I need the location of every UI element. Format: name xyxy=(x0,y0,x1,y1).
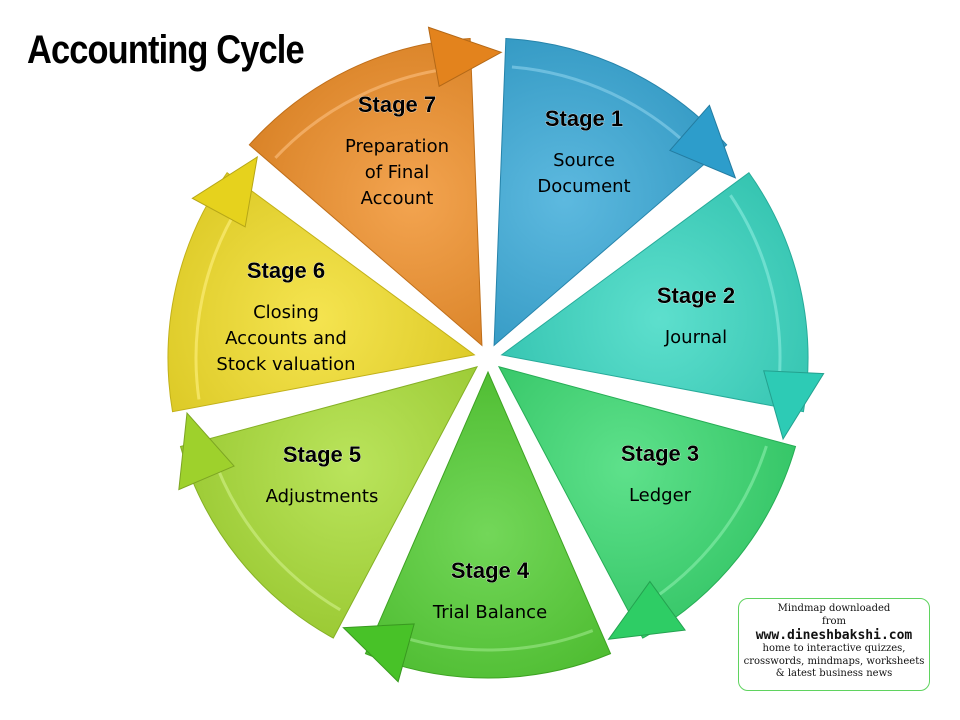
stage-1-description: Source xyxy=(553,150,615,171)
stage-7-description: Account xyxy=(361,188,434,209)
credit-line-4: crosswords, mindmaps, worksheets xyxy=(743,655,925,667)
stage-5-arrowhead xyxy=(178,411,235,491)
credit-line-5: & latest business news xyxy=(775,668,893,679)
stage-7-rim xyxy=(274,66,457,159)
stage-6-description: Stock valuation xyxy=(216,354,355,375)
stage-2-rim xyxy=(729,194,782,393)
stage-4-heading: Stage 4 xyxy=(451,558,530,583)
stage-6-description: Accounts and xyxy=(225,328,347,349)
stage-6-arrowhead xyxy=(191,155,258,228)
stage-5-rim xyxy=(210,452,341,612)
stage-2-arrowhead xyxy=(763,370,825,441)
page-title: Accounting Cycle xyxy=(27,28,305,72)
stage-6-description: Closing xyxy=(253,302,319,323)
stage-3-arrowhead xyxy=(607,580,686,640)
stage-4-description: Trial Balance xyxy=(432,602,547,623)
stage-1-arrowhead xyxy=(669,104,737,179)
credit-line-3: home to interactive quizzes, xyxy=(762,643,906,654)
stage-3-rim xyxy=(641,445,768,608)
stage-4-arrowhead xyxy=(342,623,415,683)
stage-2-heading: Stage 2 xyxy=(657,283,735,308)
stage-2-description: Journal xyxy=(664,327,727,348)
stage-4-rim xyxy=(389,629,594,652)
stage-7-arrowhead xyxy=(427,26,503,88)
stage-6-rim xyxy=(194,200,243,400)
stage-1-heading: Stage 1 xyxy=(545,106,623,131)
credit-line-1: Mindmap downloaded xyxy=(777,603,891,614)
stage-7-heading: Stage 7 xyxy=(358,92,436,117)
stage-5-description: Adjustments xyxy=(266,486,379,507)
stage-5-heading: Stage 5 xyxy=(283,442,361,467)
stage-3-heading: Stage 3 xyxy=(621,441,699,466)
credit-box: Mindmap downloaded from www.dineshbakshi… xyxy=(738,598,930,691)
stage-7-description: of Final xyxy=(365,162,430,183)
credit-line-2: from xyxy=(822,615,846,627)
stage-7-description: Preparation xyxy=(345,136,449,157)
stage-1-rim xyxy=(511,65,697,154)
stage-6-heading: Stage 6 xyxy=(247,258,325,283)
stage-3-description: Ledger xyxy=(629,485,692,506)
credit-site-link[interactable]: www.dineshbakshi.com xyxy=(755,628,913,643)
stage-1-description: Document xyxy=(537,176,630,197)
